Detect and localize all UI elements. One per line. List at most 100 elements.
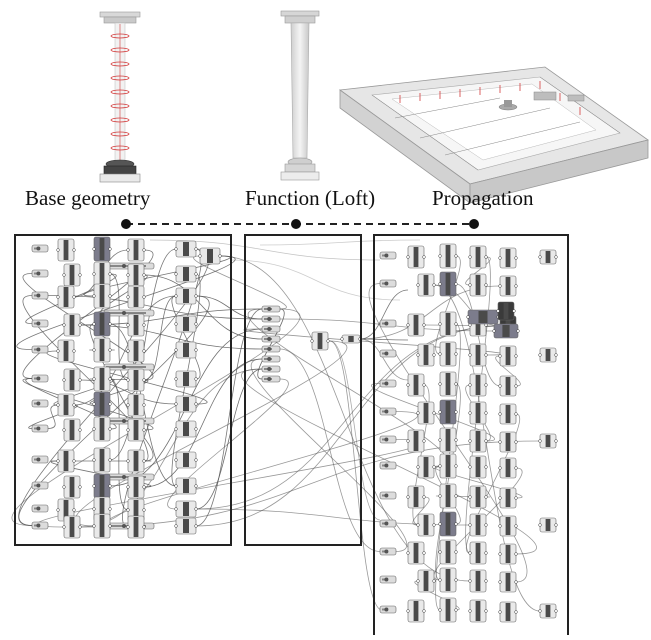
graph-node (174, 500, 198, 518)
graph-node (379, 319, 397, 328)
graph-node (92, 391, 112, 417)
graph-node (31, 269, 49, 278)
graph-wire (229, 259, 401, 301)
graph-node (379, 407, 397, 416)
graph-node (92, 473, 112, 499)
graph-node (174, 315, 198, 333)
graph-wire (11, 308, 301, 526)
graph-node (261, 315, 281, 323)
graph-wire (412, 384, 430, 526)
graph-node (416, 455, 436, 479)
graph-wire (109, 378, 129, 511)
graph-node (174, 517, 198, 535)
graph-node (92, 513, 112, 539)
graph-node (416, 273, 436, 297)
graph-node (31, 319, 49, 328)
graph-node (538, 249, 558, 265)
graph-wire (22, 249, 154, 379)
graph-wire (359, 289, 409, 340)
graph-node (406, 245, 426, 269)
graph-wire (22, 273, 154, 381)
graph-node (438, 453, 458, 479)
graph-node (492, 323, 520, 339)
connector-node-propagation (469, 219, 479, 229)
graph-node (498, 375, 518, 397)
graph-wire (16, 255, 236, 350)
graph-node (31, 291, 49, 300)
graph-node (261, 305, 281, 313)
graph-node (126, 313, 146, 337)
graph-node (126, 339, 146, 363)
graph-node (174, 451, 198, 469)
graph-node (406, 429, 426, 453)
graph-wire (257, 308, 285, 380)
lofted-column-icon (280, 10, 320, 181)
graph-wire (79, 379, 177, 405)
graph-node (62, 475, 82, 499)
graph-node (379, 279, 397, 288)
graph-node (261, 365, 281, 373)
graph-node (198, 247, 222, 265)
graph-node (416, 343, 436, 367)
graph-node (56, 285, 76, 309)
graph-node (261, 325, 281, 333)
graph-node (174, 265, 198, 283)
graph-wire (143, 358, 263, 488)
graph-node (438, 243, 458, 269)
graph-wire (433, 284, 541, 612)
label-function-loft: Function (Loft) (245, 186, 376, 210)
graph-node (62, 418, 82, 442)
graph-node (379, 435, 397, 444)
graph-node (498, 431, 518, 453)
graph-node (379, 491, 397, 500)
graph-wire (193, 255, 287, 310)
graph-node (31, 521, 49, 530)
graph-node (498, 403, 518, 425)
graph-node (62, 368, 82, 392)
graph-node (498, 487, 518, 509)
graph-node (416, 513, 436, 537)
graph-node (416, 401, 436, 425)
graph-wire (171, 295, 201, 380)
graph-node (379, 251, 397, 260)
graph-node (92, 416, 112, 442)
graph-node (379, 349, 397, 358)
graph-wire (89, 378, 149, 381)
column-section-icon (99, 11, 141, 183)
graph-node (261, 375, 281, 383)
graph-node (498, 601, 518, 623)
graph-wire (89, 323, 149, 462)
graph-node (468, 245, 488, 269)
graph-wire (79, 440, 541, 528)
node-network (31, 236, 558, 623)
graph-node (438, 427, 458, 453)
graph-node (379, 605, 397, 614)
graph-wire (495, 355, 521, 387)
graph-node (56, 449, 76, 473)
graph-node (261, 355, 281, 363)
graph-node (126, 263, 146, 287)
stage-connector (121, 219, 479, 229)
graph-node (406, 373, 426, 397)
graph-node (126, 368, 146, 392)
graph-node (538, 517, 558, 533)
graph-node (174, 420, 198, 438)
graph-node (468, 343, 488, 367)
connector-node-base (121, 219, 131, 229)
graph-node (379, 379, 397, 388)
graph-node (56, 339, 76, 363)
courtyard-render-icon (338, 66, 649, 204)
graph-node (468, 429, 488, 453)
graph-node (438, 271, 458, 297)
label-propagation: Propagation (432, 186, 534, 210)
graph-node (496, 301, 516, 321)
graph-node (31, 424, 49, 433)
graph-node (438, 597, 458, 623)
graph-node (126, 238, 146, 262)
graph-node (438, 539, 458, 565)
graph-node (468, 485, 488, 509)
graph-node (261, 335, 281, 343)
graph-node (126, 393, 146, 417)
